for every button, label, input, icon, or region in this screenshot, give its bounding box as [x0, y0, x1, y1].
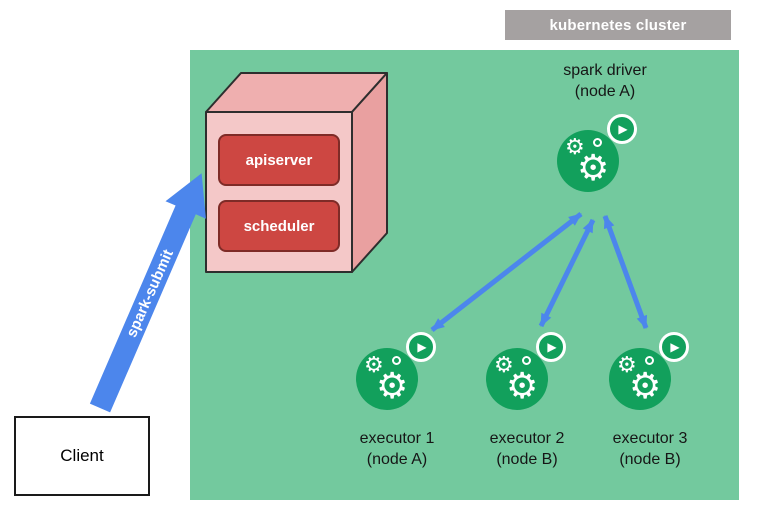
gear-dot-icon	[645, 356, 654, 365]
play-badge: ▶	[406, 332, 436, 362]
gear-icon: ⚙	[494, 352, 514, 377]
cluster-label: kubernetes cluster	[505, 10, 731, 40]
executor-3-label: executor 3 (node B)	[585, 428, 715, 470]
executor-1-label: executor 1 (node A)	[332, 428, 462, 470]
pod-circle	[557, 130, 619, 192]
play-badge: ▶	[607, 114, 637, 144]
gear-icon: ⚙	[629, 365, 662, 406]
executor-2-icon: ⚙ ⚙ ▶	[484, 330, 570, 416]
executor-node: (node A)	[366, 451, 428, 468]
play-badge: ▶	[536, 332, 566, 362]
gear-dot-icon	[522, 356, 531, 365]
spark-driver-icon: ⚙ ⚙ ▶	[555, 112, 641, 198]
scheduler-box: scheduler	[218, 200, 340, 252]
driver-executor2-arrow	[538, 218, 596, 328]
pod-circle	[609, 348, 671, 410]
gear-icon: ⚙	[506, 365, 539, 406]
executor-node: (node B)	[619, 451, 681, 468]
play-badge: ▶	[659, 332, 689, 362]
gear-icon: ⚙	[565, 134, 585, 159]
gear-icon: ⚙	[376, 365, 409, 406]
play-icon: ▶	[417, 340, 427, 354]
apiserver-box: apiserver	[218, 134, 340, 186]
spark-driver-label: spark driver (node A)	[540, 60, 670, 102]
executor-3-icon: ⚙ ⚙ ▶	[607, 330, 693, 416]
client-label: Client	[60, 446, 104, 465]
executor-title: executor 3	[612, 430, 688, 447]
gear-dot-icon	[392, 356, 401, 365]
executor-title: executor 2	[489, 430, 565, 447]
executor-title: executor 1	[359, 430, 435, 447]
driver-executor1-arrow	[430, 212, 583, 332]
client-box: Client	[14, 416, 150, 496]
gear-icon: ⚙	[617, 352, 637, 377]
gear-dot-icon	[593, 138, 602, 147]
pod-circle	[486, 348, 548, 410]
executor-node: (node B)	[496, 451, 558, 468]
gear-icon: ⚙	[577, 147, 610, 188]
play-icon: ▶	[547, 340, 557, 354]
spark-submit-arrow	[89, 173, 206, 413]
spark-driver-title: spark driver	[563, 62, 647, 79]
executor-1-icon: ⚙ ⚙ ▶	[354, 330, 440, 416]
executor-2-label: executor 2 (node B)	[462, 428, 592, 470]
pod-circle	[356, 348, 418, 410]
play-icon: ▶	[670, 340, 680, 354]
spark-driver-node: (node A)	[574, 83, 636, 100]
driver-executor3-arrow	[602, 215, 649, 329]
play-icon: ▶	[618, 122, 628, 136]
gear-icon: ⚙	[364, 352, 384, 377]
